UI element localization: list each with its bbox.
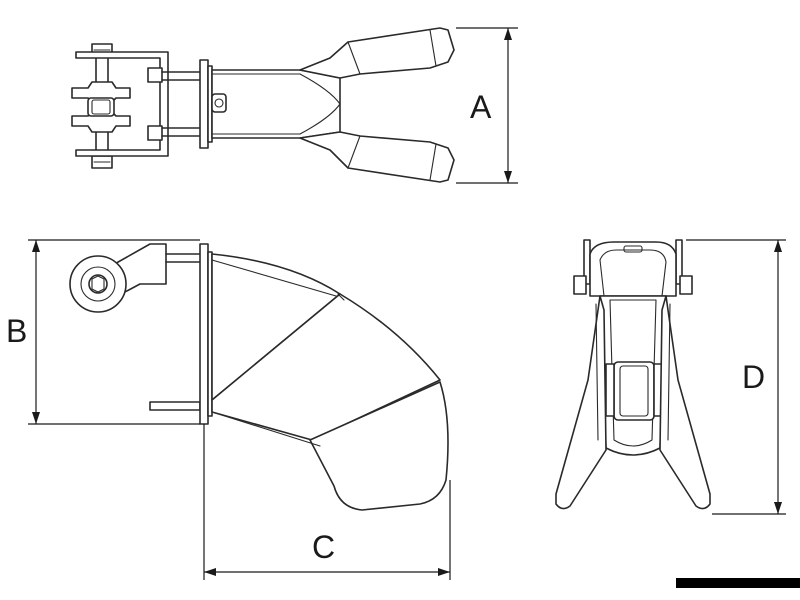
dimension-c: C	[203, 424, 451, 580]
dimension-a: A	[456, 27, 518, 184]
side-view-roller	[69, 243, 201, 313]
dimension-b: B	[6, 239, 200, 425]
side-view-anchor-body	[211, 253, 449, 511]
top-view: A	[71, 27, 518, 184]
dimension-a-label: A	[470, 89, 492, 125]
top-view-anchor-body	[211, 27, 455, 183]
dimension-b-label: B	[6, 313, 27, 349]
front-view-shank	[599, 295, 667, 456]
footer-bar	[676, 578, 800, 588]
front-view: D	[555, 239, 786, 515]
top-view-bracket	[75, 51, 213, 157]
dimension-c-label: C	[312, 529, 335, 565]
front-view-right-fluke	[659, 295, 711, 510]
dimension-d-label: D	[742, 359, 765, 395]
side-view: B C	[6, 239, 451, 580]
front-view-bracket	[573, 239, 693, 297]
dimension-d: D	[686, 239, 786, 515]
front-view-left-fluke	[555, 295, 607, 510]
